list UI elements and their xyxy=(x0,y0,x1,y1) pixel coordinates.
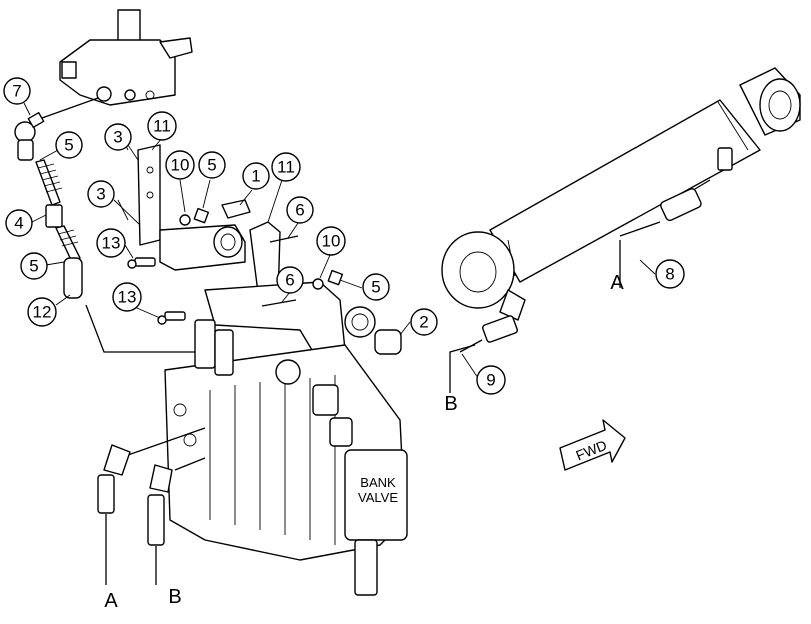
callout-10-b-label: 10 xyxy=(322,232,341,251)
callout-8-label: 8 xyxy=(665,265,674,284)
control-bracket xyxy=(117,129,402,356)
callout-5-d: 5 xyxy=(362,273,390,301)
callout-10-b: 10 xyxy=(316,226,346,256)
callout-6-b-label: 6 xyxy=(285,271,294,290)
bank-valve-label-line1: BANK xyxy=(360,475,396,490)
callout-13-a-label: 13 xyxy=(102,234,121,253)
callout-3-b: 3 xyxy=(87,180,115,208)
callout-7-label: 7 xyxy=(12,82,21,101)
label-a-valve: A xyxy=(104,590,118,612)
callout-10-a-label: 10 xyxy=(171,156,190,175)
label-a-cylinder: A xyxy=(610,272,624,294)
callout-5-c: 5 xyxy=(198,151,226,179)
callout-3-b-label: 3 xyxy=(96,185,105,204)
callout-5-a-label: 5 xyxy=(64,136,73,155)
callout-4-label: 4 xyxy=(14,214,23,233)
callout-10-a: 10 xyxy=(165,150,195,180)
callout-5-d-label: 5 xyxy=(371,278,380,297)
hose-fittings xyxy=(97,427,206,585)
lever-bracket-top xyxy=(59,9,193,106)
callout-4: 4 xyxy=(5,209,33,237)
leader-lines xyxy=(23,102,656,379)
callout-6-a-label: 6 xyxy=(295,201,304,220)
fwd-arrow: FWD xyxy=(559,419,626,471)
callout-11-a-label: 11 xyxy=(153,117,171,136)
callout-6-a: 6 xyxy=(286,196,314,224)
callout-9: 9 xyxy=(476,365,506,395)
callout-11-b: 11 xyxy=(271,152,301,182)
callout-3-a: 3 xyxy=(104,123,132,151)
callout-2: 2 xyxy=(410,308,438,336)
callout-7: 7 xyxy=(3,77,31,105)
callout-1: 1 xyxy=(242,162,270,190)
callout-5-a: 5 xyxy=(55,131,83,159)
callout-11-b-label: 11 xyxy=(277,158,295,177)
callout-13-b-label: 13 xyxy=(118,288,137,307)
callout-12-label: 12 xyxy=(33,303,52,322)
callout-13-b: 13 xyxy=(112,282,142,312)
callout-9-label: 9 xyxy=(486,371,495,390)
callout-5-b: 5 xyxy=(20,252,48,280)
callout-11-a: 11 xyxy=(147,111,177,141)
callout-6-b: 6 xyxy=(276,266,304,294)
callout-1-label: 1 xyxy=(251,167,260,186)
bank-valve xyxy=(164,319,408,596)
callout-5-b-label: 5 xyxy=(29,257,38,276)
bank-valve-label-line2: VALVE xyxy=(358,490,398,505)
hydraulic-cylinder xyxy=(441,67,801,353)
connection-labels: A B A B xyxy=(104,240,624,612)
callout-13-a: 13 xyxy=(96,228,126,258)
linkage-left xyxy=(14,97,205,353)
callout-12: 12 xyxy=(27,297,57,327)
callout-5-c-label: 5 xyxy=(207,156,216,175)
label-b-cylinder: B xyxy=(444,393,457,415)
callout-3-a-label: 3 xyxy=(113,128,122,147)
callout-8: 8 xyxy=(655,259,685,289)
callouts: 7 5 4 5 12 3 11 3 xyxy=(3,77,685,395)
callout-2-label: 2 xyxy=(419,313,428,332)
label-b-valve: B xyxy=(168,586,181,608)
